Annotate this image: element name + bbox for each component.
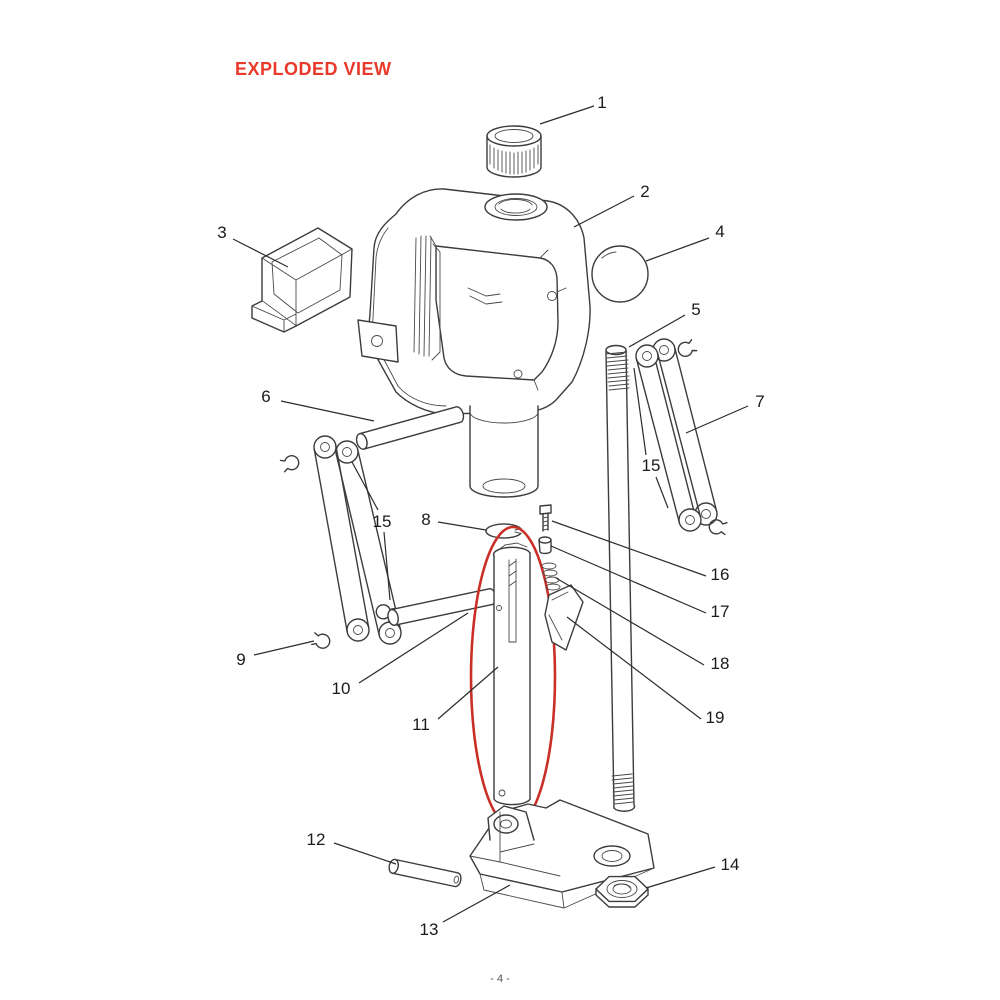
callout-15-right: 15	[642, 456, 661, 475]
part-lower-pin	[387, 588, 497, 626]
callout-12: 12	[307, 830, 326, 849]
part-catcher-bracket	[251, 227, 353, 333]
right-arm-front	[635, 344, 702, 532]
callout-9: 9	[236, 650, 245, 669]
left-arm-front	[313, 435, 370, 642]
part-ram	[492, 542, 531, 806]
leader-15-left-a	[351, 461, 379, 511]
leader-12	[333, 842, 397, 865]
callout-5: 5	[691, 300, 700, 319]
part-small-pin	[538, 536, 552, 555]
leader-14	[645, 866, 716, 889]
page-title: EXPLODED VIEW	[235, 59, 392, 79]
callout-7: 7	[755, 392, 764, 411]
callout-18: 18	[711, 654, 730, 673]
leader-7	[685, 405, 749, 434]
part-spring	[541, 562, 561, 591]
leader-11	[437, 666, 499, 720]
leader-6	[280, 400, 375, 422]
callout-labels: 1 2 3 4 5 6 7 8 9 10 11 12 13 14 15 15 1…	[217, 93, 764, 939]
part-screw	[539, 504, 552, 532]
leader-15-left-b	[383, 531, 391, 601]
part-threaded-bushing	[486, 125, 542, 178]
callout-17: 17	[711, 602, 730, 621]
callout-19: 19	[706, 708, 725, 727]
leader-4	[645, 237, 710, 262]
leader-8	[437, 521, 487, 531]
callout-6: 6	[261, 387, 270, 406]
callout-3: 3	[217, 223, 226, 242]
callout-4: 4	[715, 222, 724, 241]
part-base-casting	[469, 799, 655, 909]
callout-1: 1	[597, 93, 606, 112]
leader-13	[442, 884, 511, 923]
leader-9	[253, 640, 315, 656]
leader-2	[573, 195, 635, 228]
part-ball	[591, 245, 649, 303]
callout-2: 2	[640, 182, 649, 201]
callout-10: 10	[332, 679, 351, 698]
leader-19	[566, 616, 702, 720]
part-left-arms	[279, 435, 402, 649]
part-wedge-block	[544, 584, 584, 651]
leader-17	[550, 545, 707, 614]
page-number: - 4 -	[490, 973, 510, 985]
leader-15-right-a	[633, 367, 647, 456]
leader-15-right-b	[655, 476, 669, 509]
e-clip-icon	[677, 339, 698, 357]
e-clip-icon	[279, 455, 300, 473]
leader-16	[551, 520, 707, 577]
part-long-rod	[605, 344, 636, 812]
leader-10	[358, 612, 469, 684]
part-main-frame	[357, 188, 591, 498]
callout-14: 14	[721, 855, 740, 874]
left-arm-rear	[335, 440, 402, 645]
callout-15-left: 15	[373, 512, 392, 531]
leader-1	[539, 105, 595, 125]
callout-11: 11	[412, 715, 430, 734]
e-clip-icon	[708, 519, 728, 536]
leader-18	[555, 577, 705, 666]
part-upper-pin	[355, 406, 465, 450]
part-tube-pin	[388, 858, 462, 888]
callout-8: 8	[421, 510, 430, 529]
right-arm-rear	[652, 338, 718, 526]
leader-3	[232, 238, 289, 268]
callout-16: 16	[711, 565, 730, 584]
leader-5	[628, 314, 686, 348]
part-right-arms	[635, 338, 728, 536]
e-clip-icon	[311, 632, 331, 649]
callout-13: 13	[420, 920, 439, 939]
leader-lines	[232, 105, 749, 923]
part-hex-nut	[595, 875, 649, 908]
